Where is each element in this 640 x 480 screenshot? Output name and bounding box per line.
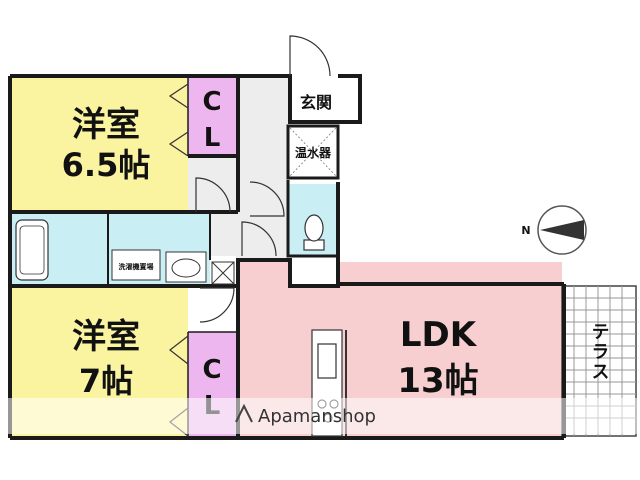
closet-1-l: L [204,123,221,153]
entrance-floor [288,78,358,122]
entrance-label: 玄関 [300,93,332,112]
toilet-icon [303,214,325,251]
apamanshop-logo: Apamanshop [235,403,376,427]
western-room-2-name: 洋室 [72,317,140,357]
western-room-2-size: 7帖 [79,362,133,400]
walls [8,74,566,440]
water-heater-label: 温水器 [295,145,332,160]
closet-2-c: C [202,355,221,385]
compass: N [521,205,587,255]
ldk-size: 13帖 [397,361,478,401]
western-room-1-size: 6.5帖 [62,146,151,184]
watermark-brand: Apamanshop [258,406,376,427]
closet-1-floor [188,78,236,156]
terrace-label: テラス [589,322,610,382]
bathtub-icon [15,219,49,281]
ldk-notch-floor [290,258,336,286]
ldk-name: LDK [400,315,478,355]
watermark-band [0,398,640,434]
compass-north-arrow-icon [540,220,584,240]
western-room-1-name: 洋室 [72,105,140,145]
western-room-1-floor [12,78,188,212]
hall-floor [236,78,288,260]
closet-2-corridor-floor [188,288,236,332]
doors [168,35,331,437]
storage-shelf-icon [211,261,235,285]
washer-label: 洗濯機置場 [119,262,154,271]
closet-1-c: C [202,87,221,117]
compass-label: N [521,224,530,237]
water-heater-icon [289,127,337,177]
washer-area [111,249,161,281]
